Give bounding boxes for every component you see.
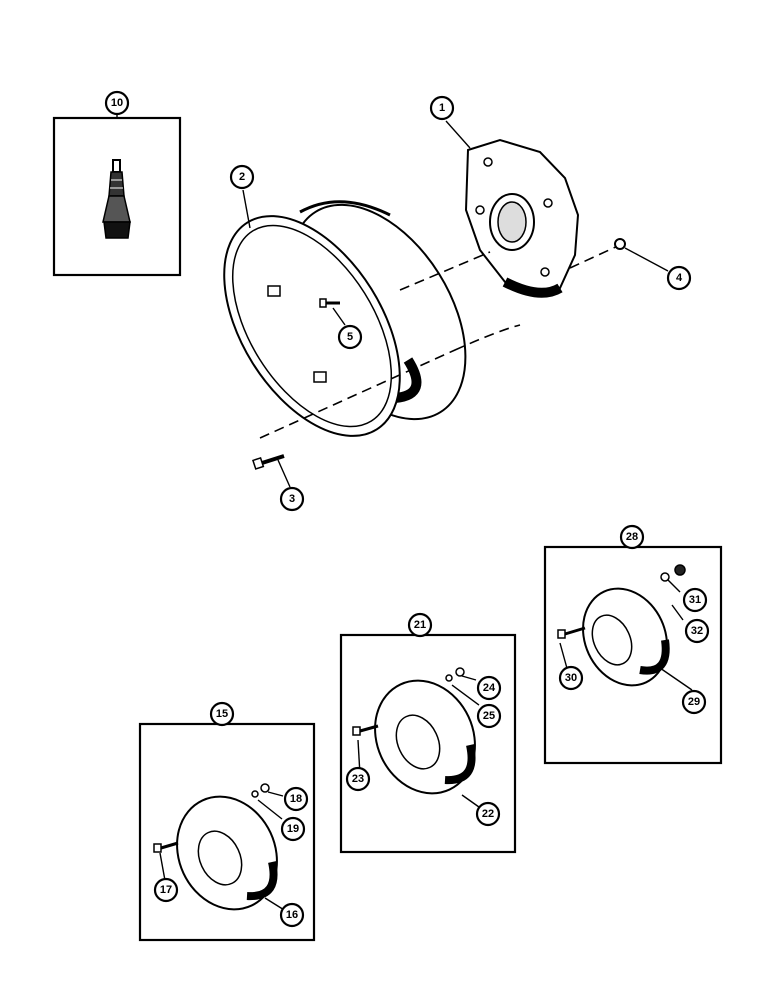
wheel-center-disc xyxy=(464,138,580,298)
callout-5: 5 xyxy=(337,324,363,350)
bolt-icon xyxy=(252,454,285,470)
svg-text:18: 18 xyxy=(290,793,302,805)
callout-4: 4 xyxy=(666,265,692,291)
bolt-icon xyxy=(352,724,379,736)
svg-text:4: 4 xyxy=(676,272,683,284)
callout-30: 30 xyxy=(558,665,584,691)
svg-text:5: 5 xyxy=(347,331,353,343)
valve-stem-icon xyxy=(102,159,131,239)
svg-text:25: 25 xyxy=(483,710,495,722)
svg-text:22: 22 xyxy=(482,808,494,820)
svg-text:29: 29 xyxy=(688,696,700,708)
svg-text:24: 24 xyxy=(483,682,496,694)
weight-kit-21-inset xyxy=(339,630,517,854)
wheel-weight-icon xyxy=(582,587,670,687)
callout-16: 16 xyxy=(279,902,305,928)
wheel-weight-icon xyxy=(176,795,278,911)
svg-text:16: 16 xyxy=(286,909,298,921)
callout-3: 3 xyxy=(279,486,305,512)
callout-17: 17 xyxy=(153,877,179,903)
svg-text:23: 23 xyxy=(352,773,364,785)
svg-text:19: 19 xyxy=(287,823,299,835)
assembly-center-line xyxy=(259,324,521,439)
valve-stem-inset xyxy=(52,113,182,277)
leader-lines xyxy=(159,120,693,914)
svg-text:1: 1 xyxy=(439,102,445,114)
callout-28: 28 xyxy=(619,524,645,550)
callout-22: 22 xyxy=(475,801,501,827)
callout-23: 23 xyxy=(345,766,371,792)
callout-25: 25 xyxy=(476,703,502,729)
svg-text:28: 28 xyxy=(626,531,638,543)
svg-text:2: 2 xyxy=(239,171,245,183)
callout-19: 19 xyxy=(280,816,306,842)
svg-text:15: 15 xyxy=(216,708,228,720)
callout-21: 21 xyxy=(407,612,433,638)
callout-24: 24 xyxy=(476,675,502,701)
callout-10: 10 xyxy=(104,90,130,116)
wheel-rim xyxy=(223,200,467,437)
clip-bolt-icon xyxy=(319,298,340,308)
callout-32: 32 xyxy=(684,618,710,644)
svg-text:21: 21 xyxy=(414,619,426,631)
bolt-icon xyxy=(557,626,586,639)
callout-1: 1 xyxy=(429,95,455,121)
callout-18: 18 xyxy=(283,786,309,812)
svg-text:31: 31 xyxy=(689,594,701,606)
callout-29: 29 xyxy=(681,689,707,715)
wheel-weight-icon xyxy=(374,679,476,795)
callout-2: 2 xyxy=(229,164,255,190)
svg-text:30: 30 xyxy=(565,672,577,684)
callout-31: 31 xyxy=(682,587,708,613)
bolt-icon xyxy=(153,841,179,853)
svg-text:10: 10 xyxy=(111,97,123,109)
svg-text:32: 32 xyxy=(691,625,703,637)
assembly-center-line-upper xyxy=(399,244,621,291)
svg-text:3: 3 xyxy=(289,493,295,505)
weight-kit-28-inset xyxy=(543,542,723,765)
svg-text:17: 17 xyxy=(160,884,172,896)
nut-icon xyxy=(614,238,626,250)
callout-15: 15 xyxy=(209,701,235,727)
